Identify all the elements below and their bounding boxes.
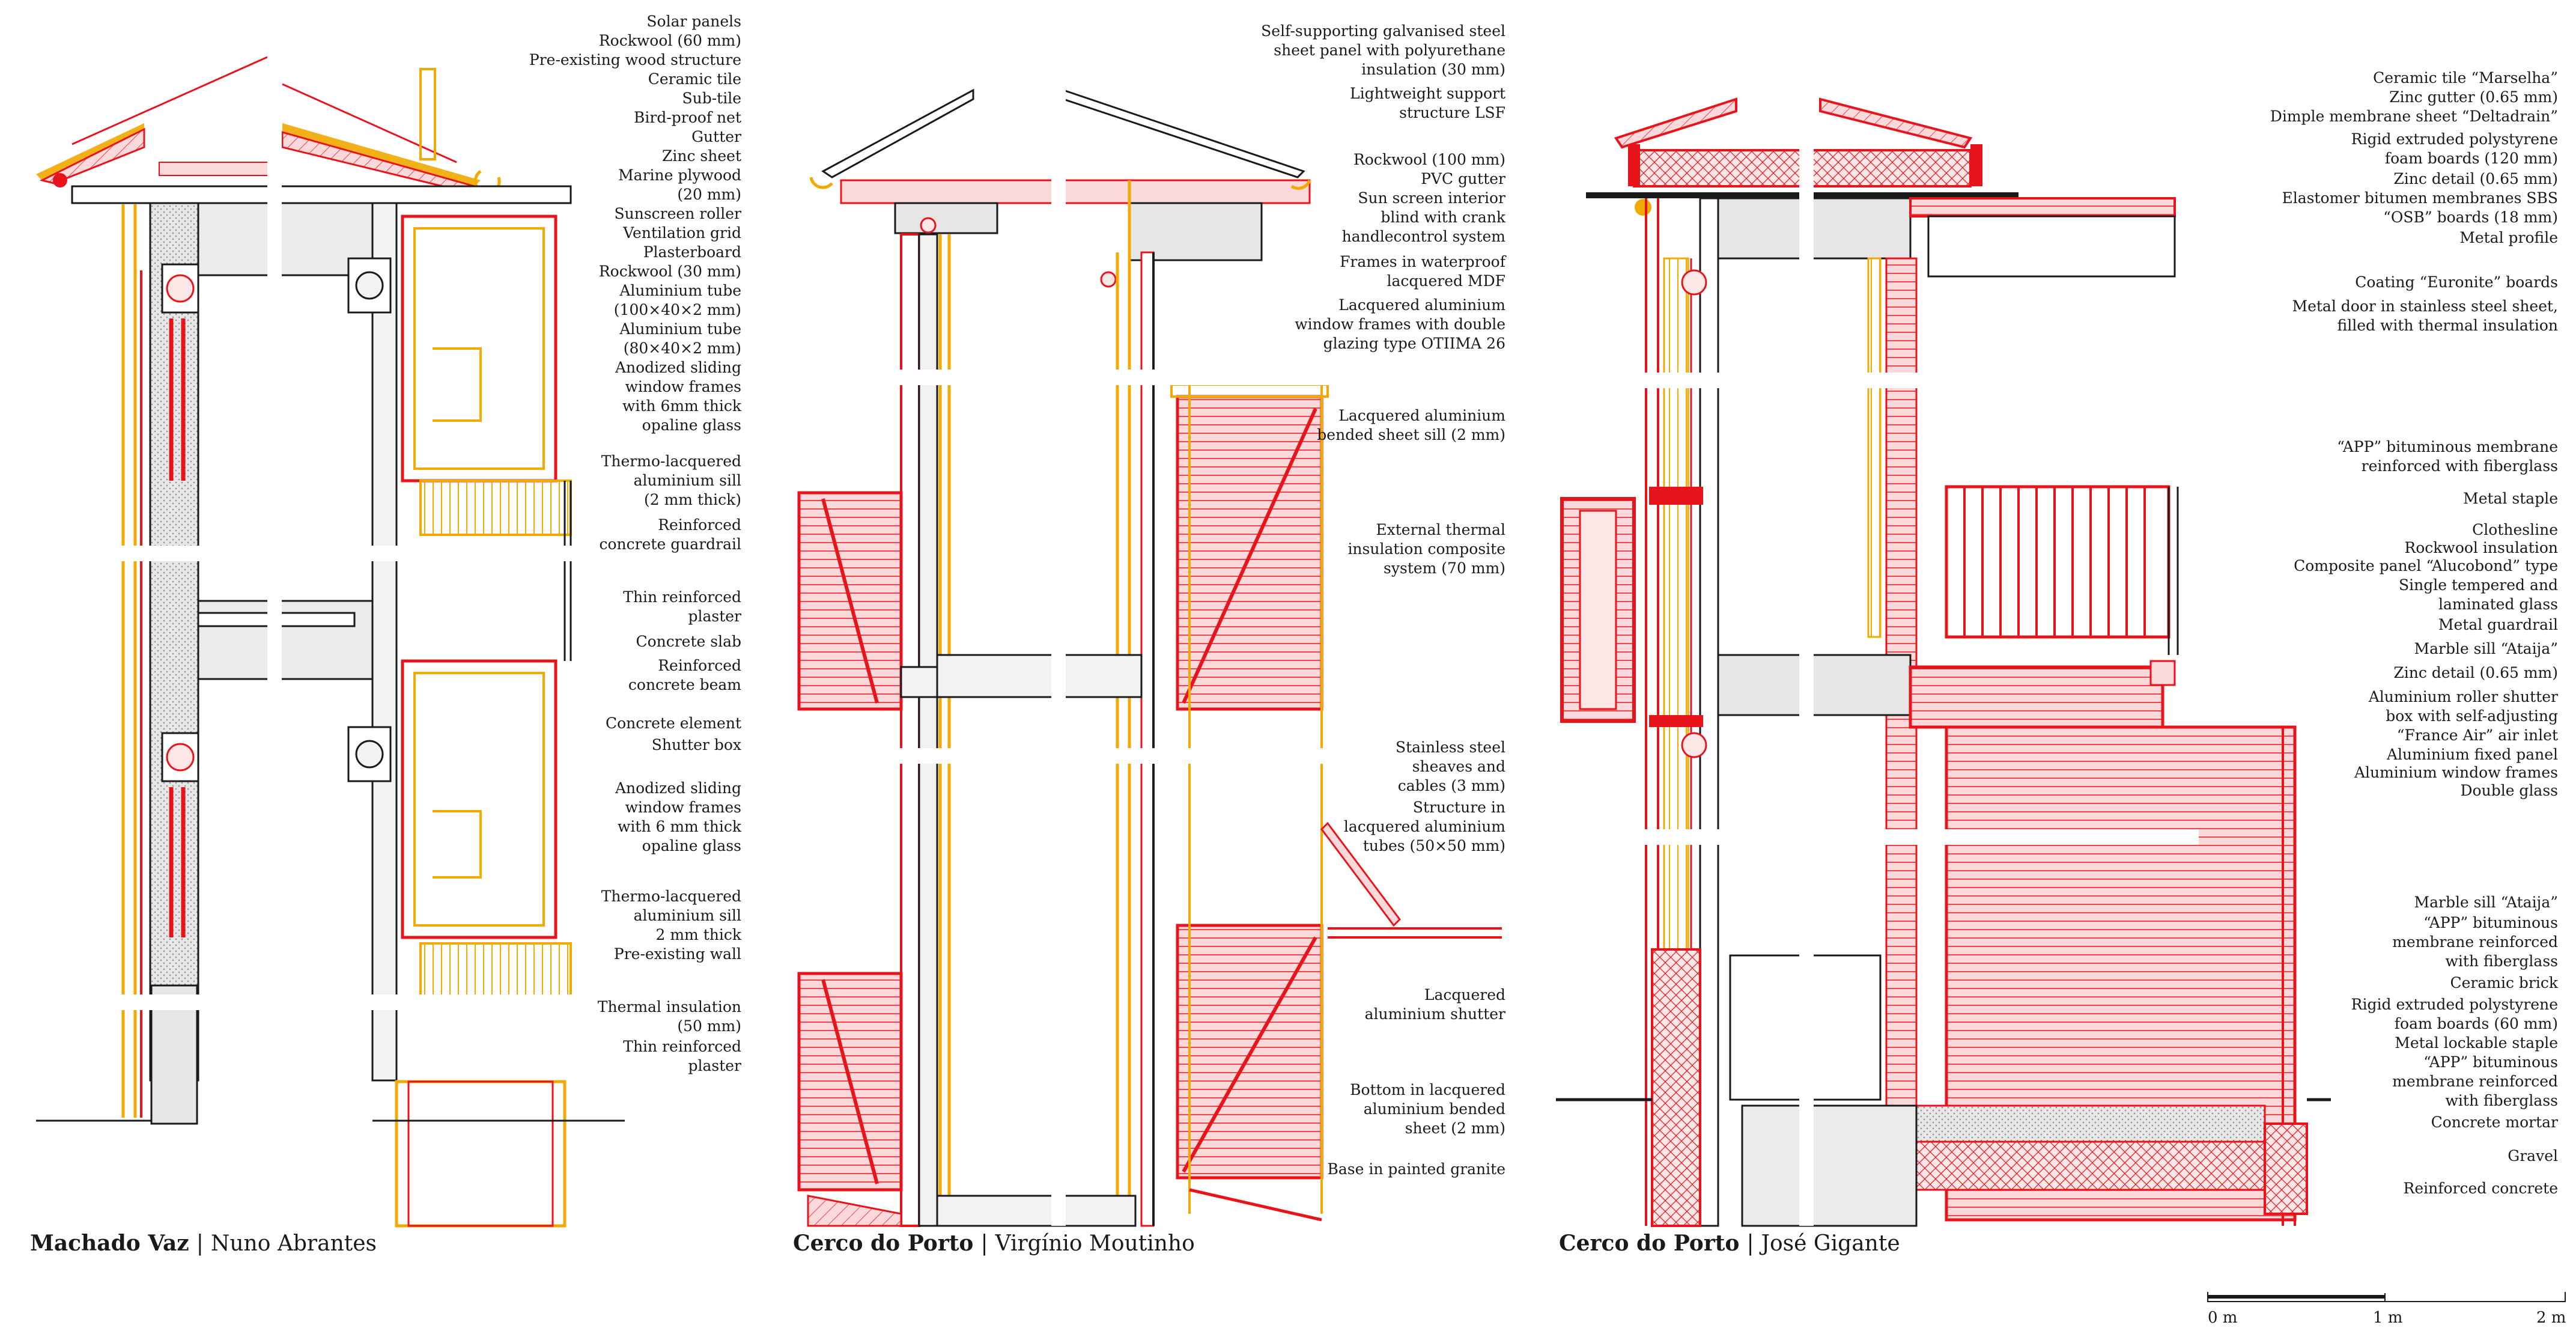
callout-label: Thermal insulation (50 mm) — [597, 998, 741, 1035]
callout-label: Rigid extruded polystyrene foam boards (… — [2351, 130, 2558, 167]
callout-label: Gutter — [691, 128, 741, 145]
callout-label: “APP” bituminous membrane reinforced wit… — [2392, 914, 2558, 970]
callout-label: Marble sill “Ataija” — [2414, 894, 2558, 911]
callout-label: Bottom in lacquered aluminium bended she… — [1350, 1081, 1505, 1137]
callout-label: Thermo-lacquered aluminium sill 2 mm thi… — [601, 888, 741, 943]
callout-label: Anodized sliding window frames with 6mm … — [615, 359, 741, 434]
callout-label: Anodized sliding window frames with 6 mm… — [615, 779, 741, 854]
callout-label: Base in painted granite — [1327, 1160, 1505, 1178]
callout-label: Lightweight support structure LSF — [1349, 85, 1505, 121]
callout-label: Reinforced concrete — [2403, 1180, 2558, 1197]
callout-label: Marble sill “Ataija” — [2414, 640, 2558, 657]
callout-label: Dimple membrane sheet “Deltadrain” — [2270, 108, 2558, 125]
callout-label: Thermo-lacquered aluminium sill (2 mm th… — [601, 452, 741, 508]
callout-label: Ceramic brick — [2450, 974, 2558, 991]
callout-label: Lacquered aluminium window frames with d… — [1295, 296, 1505, 352]
scale-bar — [2207, 1292, 2566, 1302]
callout-label: PVC gutter — [1421, 170, 1505, 187]
callout-label: Clothesline — [2472, 521, 2558, 538]
callout-label: Sun screen interior blind with crank han… — [1341, 189, 1505, 245]
callout-label: Shutter box — [651, 736, 741, 754]
scale-tick-label: 1 m — [2373, 1309, 2403, 1327]
project-name: Cerco do Porto — [793, 1231, 974, 1256]
callout-label: Marine plywood (20 mm) — [618, 166, 741, 203]
callout-label: Ventilation grid — [623, 224, 741, 242]
callout-label: Pre-existing wall — [613, 945, 741, 963]
callout-label: Rockwool (60 mm) — [598, 32, 741, 49]
callout-label: Zinc gutter (0.65 mm) — [2389, 88, 2558, 106]
callout-label: Aluminium tube (100×40×2 mm) — [613, 282, 741, 318]
callout-label: Solar panels — [646, 13, 741, 30]
callout-label: Rockwool (30 mm) — [598, 263, 741, 280]
callout-label: “APP” bituminous membrane reinforced wit… — [2337, 438, 2558, 475]
callout-label: Ceramic tile “Marselha” — [2373, 69, 2558, 87]
callout-label: Thin reinforced plaster — [623, 588, 741, 625]
callout-label: Plasterboard — [643, 243, 741, 261]
callout-label: Elastomer bitumen membranes SBS — [2282, 189, 2558, 207]
callout-label: Stainless steel sheaves and cables (3 mm… — [1395, 739, 1505, 794]
scale-tick-label: 2 m — [2536, 1309, 2566, 1327]
callout-label: Lacquered aluminium shutter — [1364, 986, 1505, 1023]
callout-label: Ceramic tile — [648, 70, 741, 88]
callout-label: Thin reinforced plaster — [623, 1038, 741, 1074]
callout-label: Metal lockable staple — [2395, 1034, 2558, 1052]
project-name: Machado Vaz — [30, 1231, 189, 1256]
callout-label: Rockwool insulation — [2404, 539, 2558, 556]
section-3-caption: Cerco do Porto|José Gigante — [1559, 1231, 1900, 1256]
callout-label: Bird-proof net — [634, 109, 741, 126]
scale-tick-label: 0 m — [2208, 1309, 2238, 1327]
project-name: Cerco do Porto — [1559, 1231, 1740, 1256]
section-1-drawing — [36, 36, 625, 1228]
section-2-drawing — [781, 36, 1502, 1227]
section-1-caption: Machado Vaz|Nuno Abrantes — [30, 1231, 377, 1256]
callout-label: Lacquered aluminium bended sheet sill (2… — [1317, 407, 1505, 443]
callout-label: Rockwool (100 mm) — [1353, 151, 1505, 168]
callout-label: Concrete element — [605, 714, 741, 732]
callout-label: Zinc detail (0.65 mm) — [2393, 664, 2558, 681]
callout-label: Zinc sheet — [662, 147, 741, 165]
callout-label: Aluminium tube (80×40×2 mm) — [619, 320, 741, 357]
callout-label: Self-supporting galvanised steel sheet p… — [1261, 22, 1505, 78]
architect-name: Nuno Abrantes — [210, 1231, 377, 1256]
callout-label: Metal profile — [2459, 229, 2558, 246]
callout-label: Reinforced concrete beam — [628, 657, 741, 693]
callout-label: Sub-tile — [682, 90, 741, 107]
callout-label: Metal guardrail — [2438, 616, 2558, 633]
callout-label: Concrete slab — [636, 633, 741, 650]
callout-label: Reinforced concrete guardrail — [599, 516, 742, 553]
callout-label: “OSB” boards (18 mm) — [2383, 209, 2558, 226]
callout-label: Rigid extruded polystyrene foam boards (… — [2351, 996, 2558, 1032]
callout-label: Double glass — [2460, 782, 2559, 799]
section-3-drawing — [1550, 36, 2331, 1227]
callout-label: Frames in waterproof lacquered MDF — [1340, 253, 1505, 290]
callout-label: Concrete mortar — [2431, 1113, 2558, 1131]
callout-label: Aluminium roller shutter box with self-a… — [2368, 688, 2558, 744]
callout-label: Sunscreen roller — [614, 205, 742, 222]
callout-label: Gravel — [2508, 1147, 2558, 1165]
callout-label: Single tempered and laminated glass — [2398, 576, 2558, 613]
callout-label: Aluminium window frames — [2354, 764, 2558, 781]
callout-label: Coating “Euronite” boards — [2355, 273, 2558, 291]
callout-label: Aluminium fixed panel — [2386, 746, 2558, 763]
architect-name: Virgínio Moutinho — [995, 1231, 1195, 1256]
callout-label: Zinc detail (0.65 mm) — [2393, 170, 2558, 187]
architect-name: José Gigante — [1761, 1231, 1900, 1256]
callout-label: Composite panel “Alucobond” type — [2294, 557, 2558, 574]
section-2-caption: Cerco do Porto|Virgínio Moutinho — [793, 1231, 1195, 1256]
callout-label: External thermal insulation composite sy… — [1347, 521, 1505, 577]
callout-label: Metal door in stainless steel sheet, fil… — [2292, 297, 2558, 334]
callout-label: Structure in lacquered aluminium tubes (… — [1343, 799, 1505, 854]
callout-label: Metal staple — [2463, 490, 2558, 507]
callout-label: Pre-existing wood structure — [529, 51, 741, 69]
callout-label: “APP” bituminous membrane reinforced wit… — [2392, 1053, 2558, 1109]
